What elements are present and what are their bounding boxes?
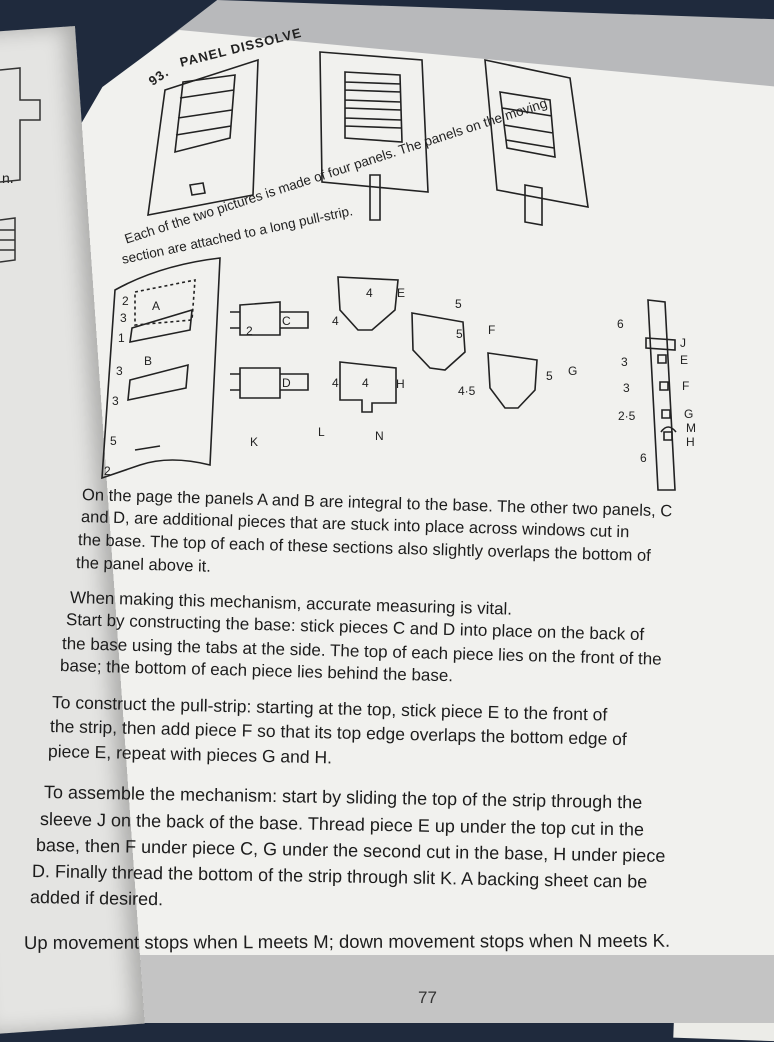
panel-a bbox=[129, 308, 193, 344]
piece-e bbox=[337, 276, 399, 331]
label-c: C bbox=[282, 314, 291, 328]
dim: 4 bbox=[366, 286, 373, 300]
picture-3-card bbox=[484, 58, 589, 208]
paragraph-line: Up movement stops when L meets M; down m… bbox=[23, 929, 671, 953]
dim: 3 bbox=[116, 364, 123, 378]
slit-k bbox=[134, 445, 161, 451]
dim: 4 bbox=[332, 314, 339, 328]
label-j: J bbox=[170, 250, 176, 251]
dim: 2 bbox=[104, 464, 111, 478]
paragraph-line: added if desired. bbox=[29, 887, 164, 910]
left-page-diagram bbox=[0, 67, 41, 263]
dim: 5 bbox=[546, 369, 553, 383]
dim: 3 bbox=[112, 394, 119, 408]
label-h: H bbox=[396, 377, 405, 391]
picture-2-panels bbox=[344, 71, 403, 143]
pull-strip bbox=[647, 299, 676, 491]
strip-label-g: G bbox=[684, 407, 693, 421]
label-f: F bbox=[488, 323, 495, 337]
label-e: E bbox=[397, 286, 405, 300]
dim: 4·5 bbox=[458, 384, 476, 398]
strip-label-j: J bbox=[680, 336, 686, 350]
paragraph-line: the panel above it. bbox=[75, 554, 212, 576]
dim: 5 bbox=[456, 327, 463, 341]
label-g: G bbox=[568, 364, 577, 378]
picture-1-panels bbox=[174, 74, 236, 154]
dim: 5 bbox=[455, 297, 462, 311]
panel-dissolve-illustrations bbox=[147, 51, 589, 226]
picture-3-panels bbox=[499, 91, 556, 158]
dim: 6 bbox=[640, 451, 647, 465]
dim: 2 bbox=[122, 294, 129, 308]
dim: 3 bbox=[623, 381, 630, 395]
piece-h bbox=[339, 361, 397, 413]
dim: 3 bbox=[621, 355, 628, 369]
dim: 5 bbox=[110, 434, 117, 448]
dim: 6 bbox=[617, 317, 624, 331]
label-l: L bbox=[318, 425, 325, 439]
dim: 4 bbox=[332, 376, 339, 390]
page-number: 77 bbox=[418, 988, 437, 1007]
picture-2-card bbox=[319, 51, 429, 193]
picture-1-card bbox=[147, 58, 259, 216]
dim: 3 bbox=[120, 311, 127, 325]
left-page-text: n. bbox=[2, 170, 14, 186]
dim: 2 bbox=[246, 324, 253, 338]
dim: 1 bbox=[118, 331, 125, 345]
dim: 4 bbox=[362, 376, 369, 390]
piece-d bbox=[230, 367, 309, 399]
label-a: A bbox=[152, 299, 160, 313]
sleeve-j bbox=[645, 337, 676, 351]
strip-label-e: E bbox=[680, 353, 688, 367]
strip-label-m: M bbox=[686, 421, 696, 435]
mechanism-diagram: J A B K 2 3 1 3 3 5 2 C D E F G H L N 4 … bbox=[101, 250, 696, 491]
piece-g bbox=[487, 352, 538, 409]
panel-b bbox=[127, 363, 189, 402]
label-b: B bbox=[144, 354, 152, 368]
strip-label-f: F bbox=[682, 379, 689, 393]
panel-a-outline bbox=[134, 279, 196, 326]
piece-f bbox=[411, 312, 466, 371]
base-outline bbox=[101, 257, 221, 480]
label-n: N bbox=[375, 429, 384, 443]
piece-c bbox=[230, 301, 309, 336]
label-d: D bbox=[282, 376, 291, 390]
strip-label-h: H bbox=[686, 435, 695, 449]
label-k: K bbox=[250, 435, 258, 449]
dim: 2·5 bbox=[618, 409, 636, 423]
